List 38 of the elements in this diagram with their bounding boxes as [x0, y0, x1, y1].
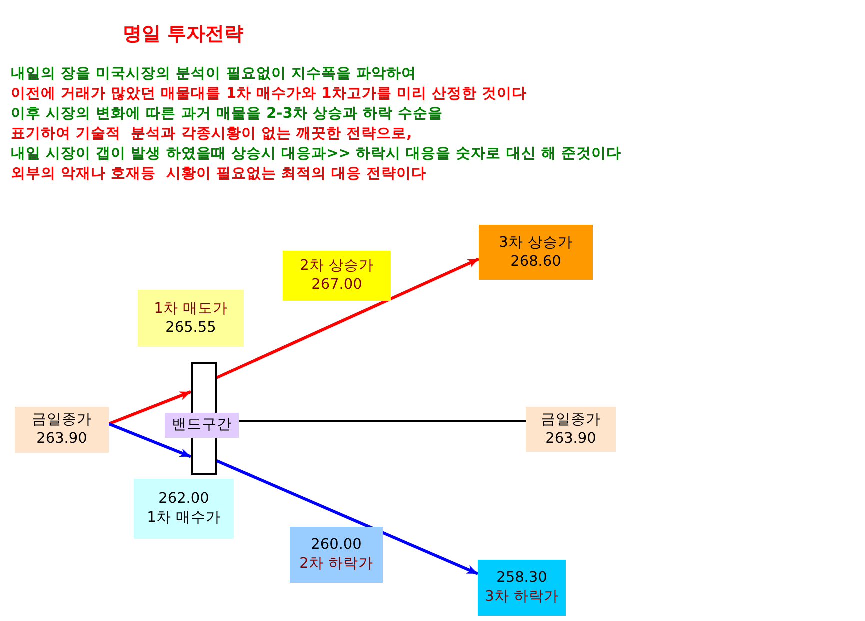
price-box — [134, 479, 234, 539]
title: 명일 투자전략 — [123, 22, 244, 46]
note-line: 이후 시장의 변화에 따른 과거 매물을 2-3차 상승과 하락 수순을 — [11, 104, 444, 123]
price-label: 1차 매수가 — [147, 509, 221, 528]
price-value: 258.30 — [496, 569, 548, 588]
price-label: 2차 상승가 — [300, 257, 374, 276]
price-box — [283, 251, 391, 301]
price-value: 267.00 — [312, 276, 362, 295]
price-box — [478, 560, 566, 616]
price-value: 263.90 — [36, 430, 88, 449]
price-label: 1차 매도가 — [154, 300, 228, 318]
arrow — [108, 390, 192, 426]
price-value: 263.90 — [546, 430, 596, 448]
price-label: 2차 하락가 — [300, 555, 374, 574]
band-label-box — [165, 413, 239, 438]
arrow — [216, 460, 479, 576]
note-line: 표기하여 기술적 분석과 각종시황이 없는 깨끗한 전략으로, — [11, 124, 412, 143]
price-value: 265.55 — [166, 318, 216, 338]
connector-line — [239, 420, 526, 422]
price-label: 금일종가 — [32, 411, 92, 430]
price-value: 268.60 — [510, 252, 562, 272]
price-label: 금일종가 — [541, 410, 601, 430]
arrow — [216, 258, 480, 380]
price-label: 3차 하락가 — [485, 588, 559, 607]
price-box — [15, 407, 109, 453]
price-box — [138, 290, 244, 347]
price-box — [479, 225, 593, 280]
note-line: 내일 시장이 갭이 발생 하였을때 상승시 대응과>> 하락시 대응을 숫자로 대신 해 준것이다 — [11, 144, 622, 163]
price-box — [290, 527, 383, 583]
note-line: 외부의 악재나 호재등 시황이 필요없는 최적의 대응 전략이다 — [11, 164, 427, 183]
arrow — [108, 422, 192, 458]
price-value: 262.00 — [158, 490, 210, 509]
note-line: 이전에 거래가 많았던 매물대를 1차 매수가와 1차고가를 미리 산정한 것이다 — [11, 84, 528, 103]
price-box — [526, 407, 616, 452]
band-label: 밴드구간 — [172, 416, 232, 435]
note-line: 내일의 장을 미국시장의 분석이 필요없이 지수폭을 파악하여 — [11, 64, 416, 83]
price-label: 3차 상승가 — [499, 234, 573, 252]
price-value: 260.00 — [311, 536, 362, 555]
